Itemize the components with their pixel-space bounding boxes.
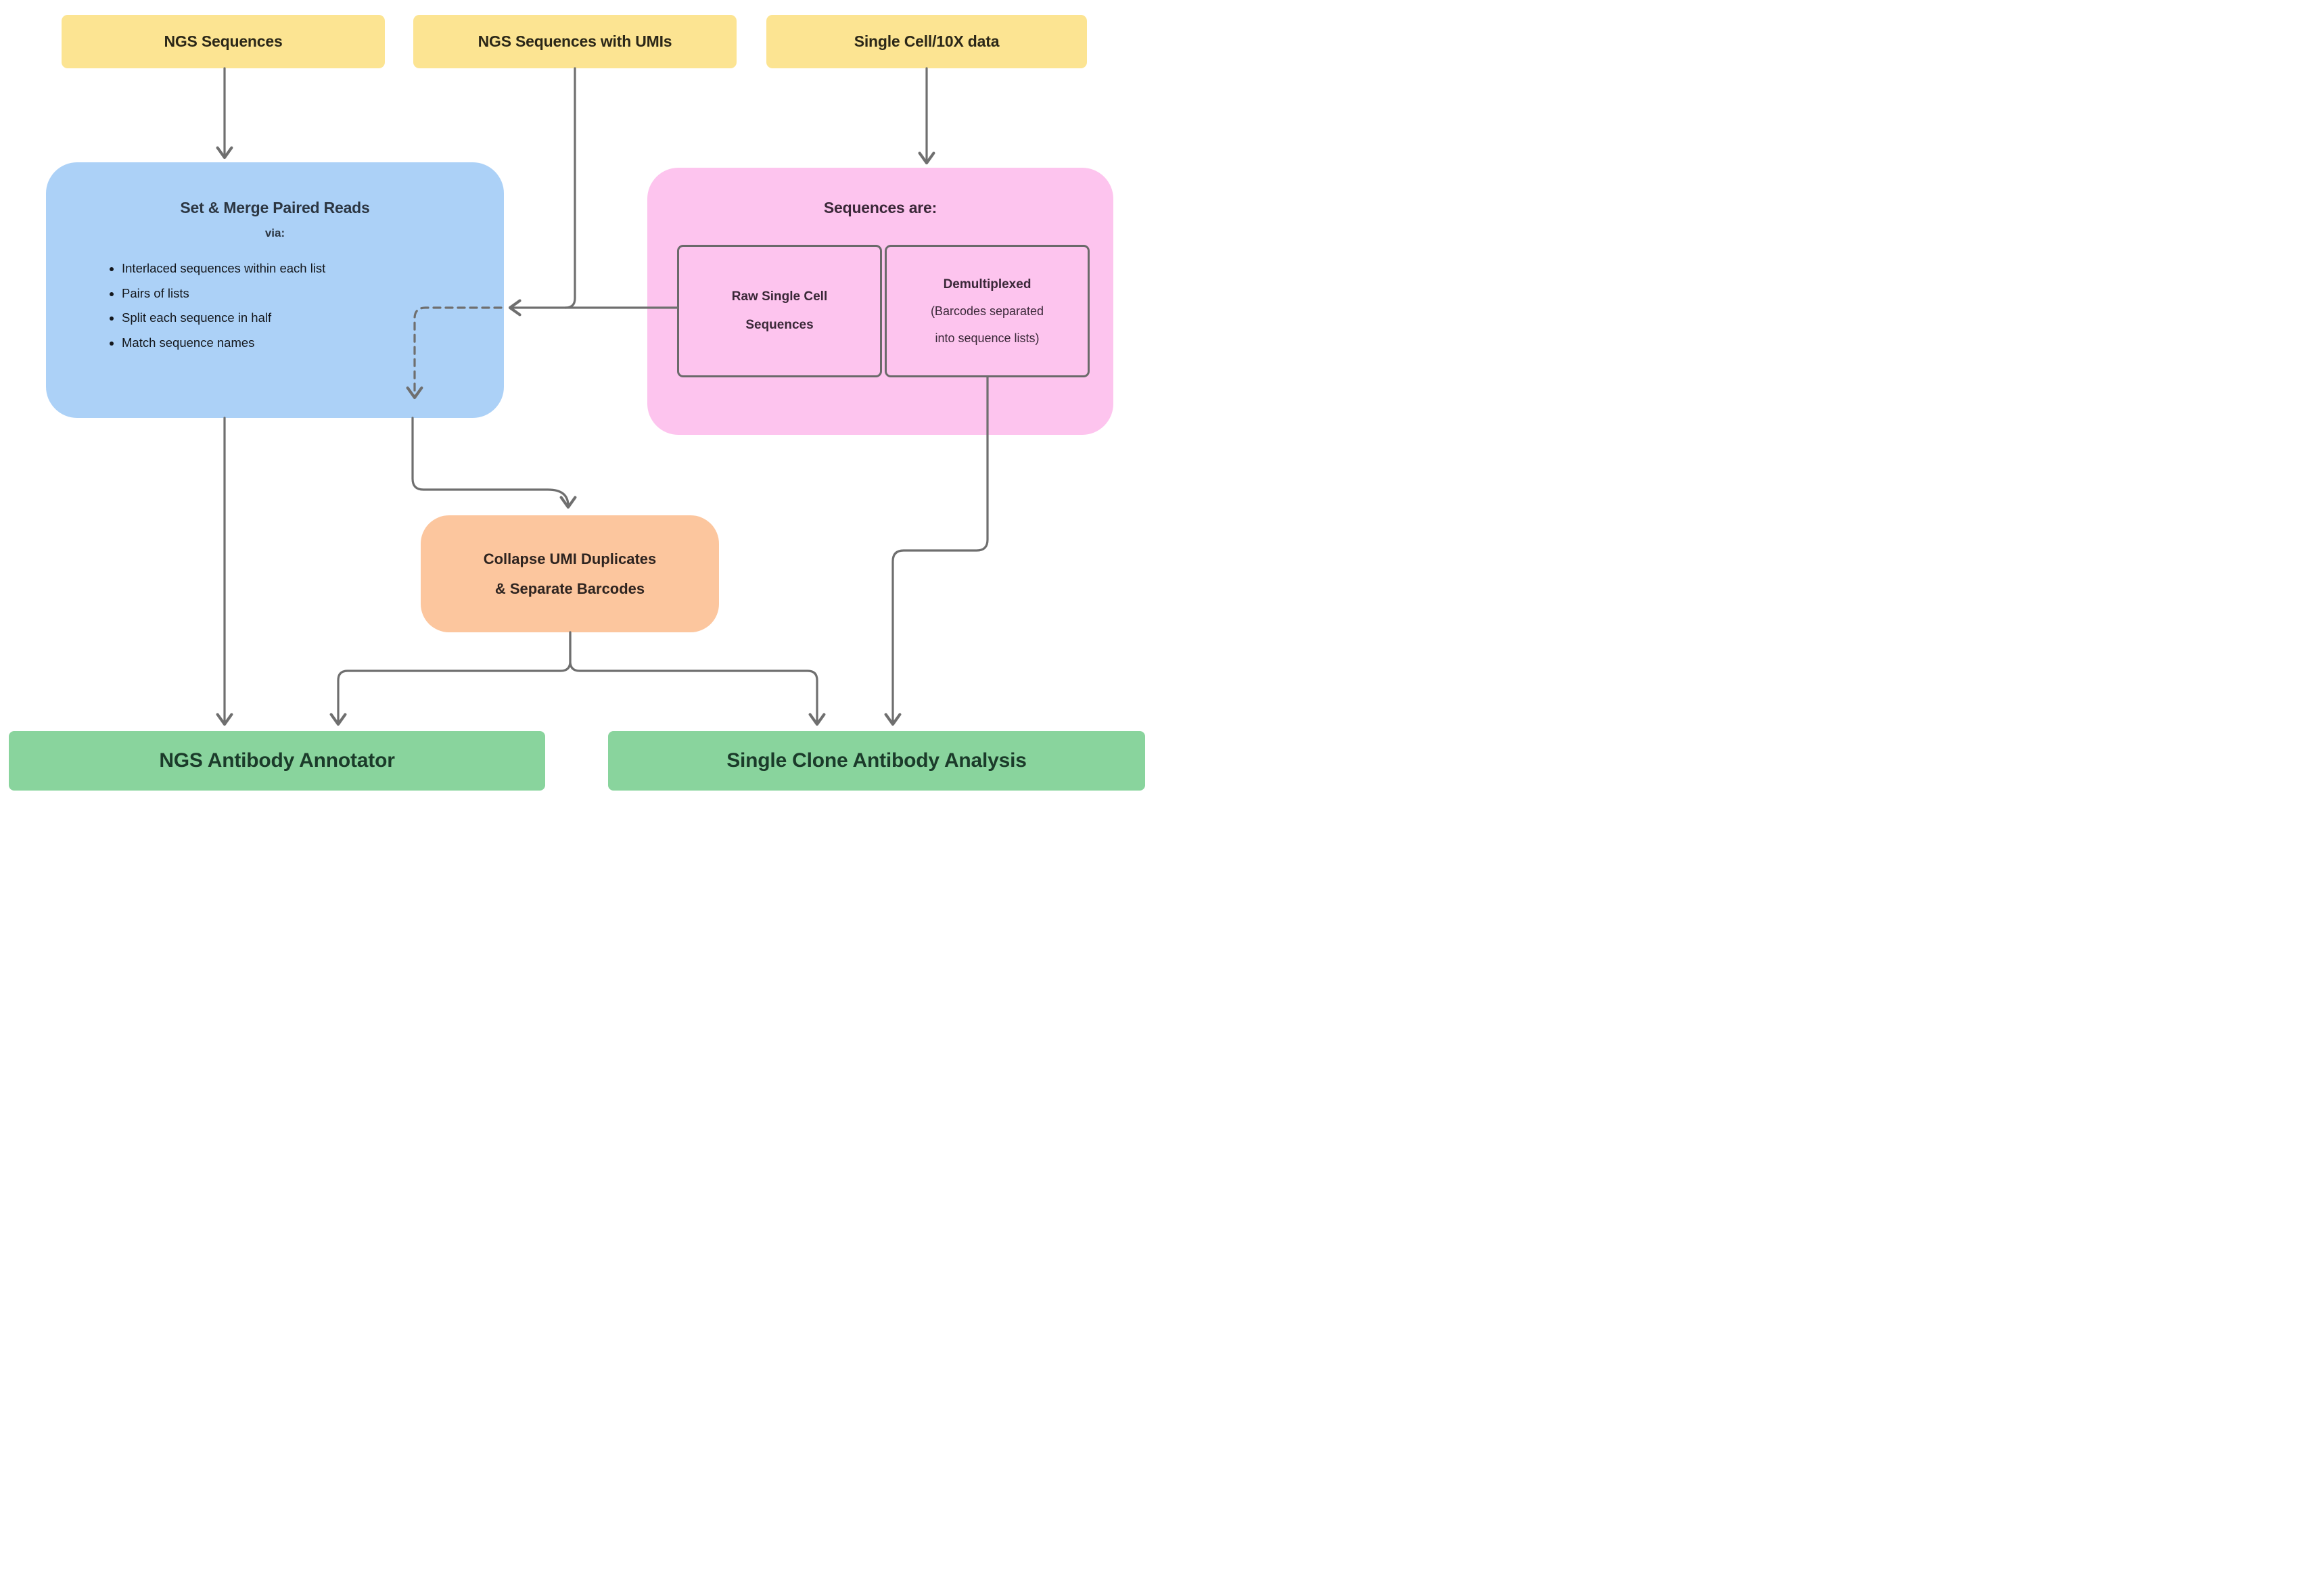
node-ngs-sequences-label: NGS Sequences: [164, 32, 283, 50]
node-single-clone-antibody-analysis: Single Clone Antibody Analysis: [608, 731, 1145, 791]
demux-line-1: (Barcodes separated: [930, 304, 1044, 319]
subnode-raw-single-cell: Raw Single Cell Sequences: [677, 245, 882, 377]
subnode-demultiplexed: Demultiplexed (Barcodes separated into s…: [885, 245, 1090, 377]
node-single-cell-10x-label: Single Cell/10X data: [854, 32, 1000, 50]
merge-bullet-1: Interlaced sequences within each list: [122, 256, 504, 281]
merge-bullet-list: Interlaced sequences within each list Pa…: [46, 256, 504, 356]
arrow-collapse-to-clone: [569, 631, 826, 726]
node-set-merge-paired-reads: Set & Merge Paired Reads via: Interlaced…: [46, 162, 504, 418]
merge-title: Set & Merge Paired Reads: [180, 199, 370, 216]
node-collapse-umi-duplicates: Collapse UMI Duplicates & Separate Barco…: [421, 515, 719, 632]
arrow-collapse-to-annotator: [329, 631, 572, 726]
raw-line-2: Sequences: [745, 318, 814, 332]
demux-line-2: into sequence lists): [935, 331, 1040, 345]
merge-subtitle: via:: [264, 227, 285, 239]
demux-title: Demultiplexed: [943, 277, 1031, 291]
sequences-title: Sequences are:: [823, 199, 937, 216]
node-ngs-sequences: NGS Sequences: [62, 15, 385, 68]
arrow-merge-to-collapse: [411, 417, 577, 509]
merge-bullet-2: Pairs of lists: [122, 281, 504, 306]
node-ngs-sequences-umis: NGS Sequences with UMIs: [413, 15, 737, 68]
merge-bullet-4: Match sequence names: [122, 331, 504, 356]
raw-line-1: Raw Single Cell: [731, 289, 828, 304]
node-single-cell-10x: Single Cell/10X data: [766, 15, 1087, 68]
merge-bullet-3: Split each sequence in half: [122, 306, 504, 331]
node-ngs-sequences-umis-label: NGS Sequences with UMIs: [478, 32, 672, 50]
collapse-line-2: & Separate Barcodes: [494, 580, 645, 597]
collapse-line-1: Collapse UMI Duplicates: [483, 550, 657, 567]
workflow-diagram: NGS Sequences NGS Sequences with UMIs Si…: [0, 0, 1148, 798]
node-ngs-antibody-annotator: NGS Antibody Annotator: [9, 731, 545, 791]
clone-label: Single Clone Antibody Analysis: [726, 749, 1027, 772]
line-umi-down-elbow: [564, 67, 576, 309]
annotator-label: NGS Antibody Annotator: [159, 749, 395, 772]
